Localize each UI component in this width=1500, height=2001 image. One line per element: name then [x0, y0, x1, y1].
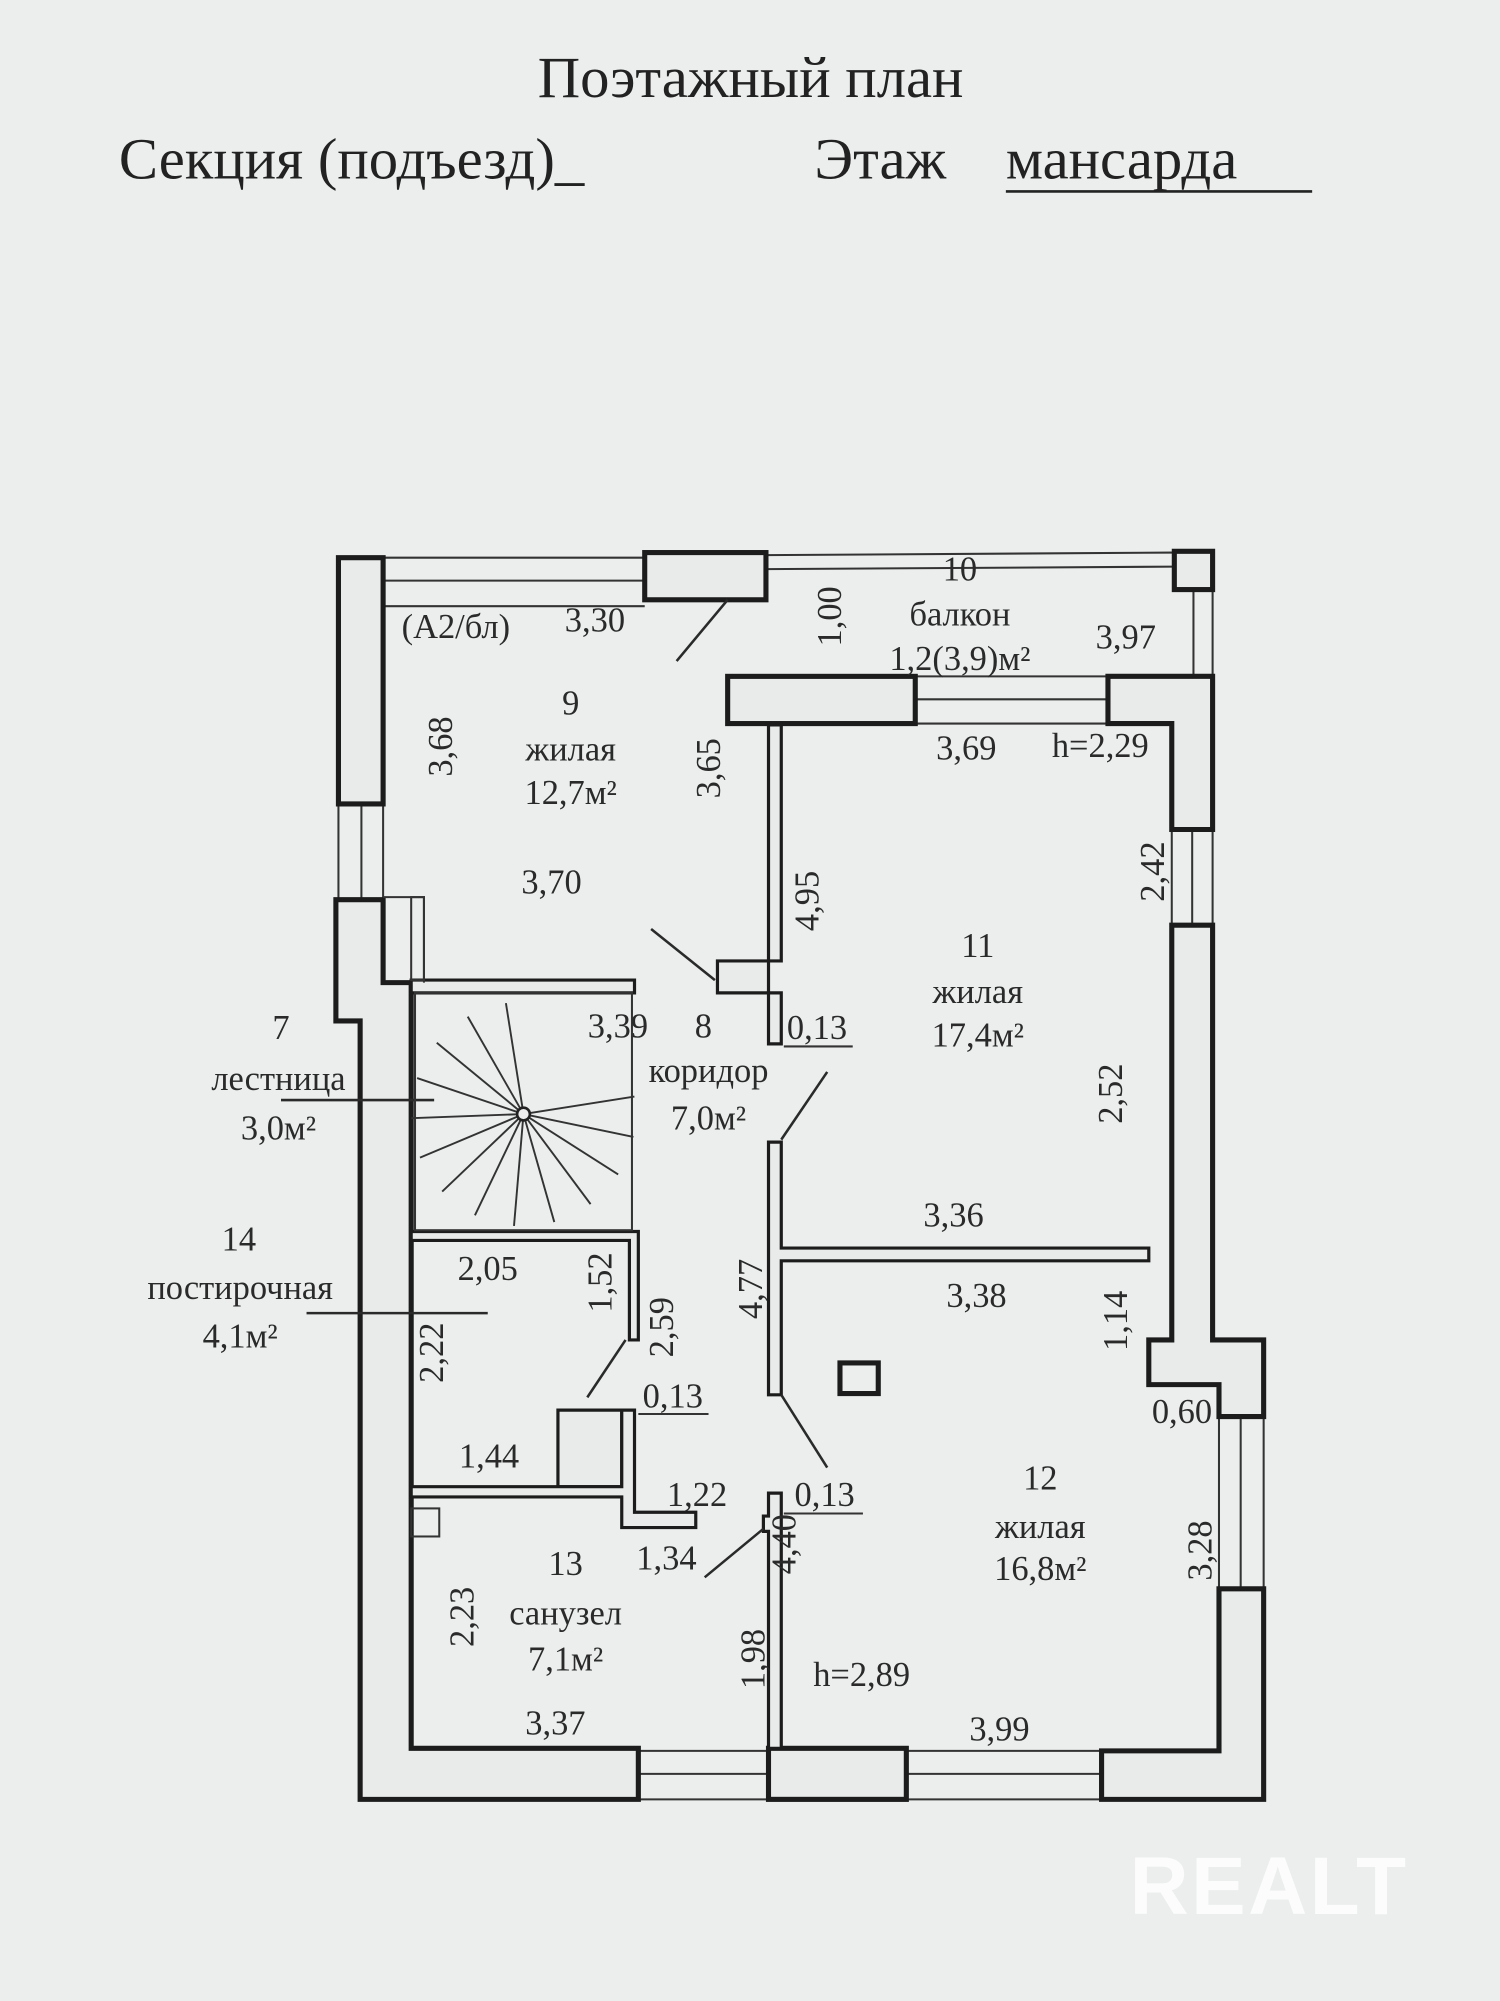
dimension: 2,22 — [413, 1323, 451, 1383]
shaft-square — [837, 1360, 881, 1397]
dimension: 2,59 — [643, 1297, 681, 1357]
dimension: 2,52 — [1092, 1064, 1130, 1124]
stair-step — [522, 1113, 619, 1176]
room-10-name: балкон — [909, 595, 1010, 633]
dimension: 0,60 — [1152, 1393, 1212, 1431]
stair-step — [474, 1113, 525, 1216]
room-9-area: 12,7м² — [525, 774, 617, 812]
stair-step — [522, 1113, 592, 1205]
room-13-name: санузел — [509, 1595, 622, 1633]
stair-step — [522, 1113, 556, 1223]
stair-step — [416, 1077, 524, 1115]
room-10-area: 1,2(3,9)м² — [889, 640, 1030, 678]
dimension: 1,22 — [667, 1476, 727, 1514]
room-14-name: постирочная — [147, 1269, 333, 1307]
door-swings — [281, 598, 829, 1579]
section-label: Секция (подъезд)_ — [119, 127, 585, 192]
dimension: 0,13 — [795, 1476, 855, 1514]
room-13-number: 13 — [548, 1545, 582, 1583]
dimension: 2,23 — [444, 1587, 482, 1647]
room-labels: 9 жилая 12,7м² 10 балкон 1,2(3,9)м² 11 ж… — [147, 551, 1148, 1694]
walls — [333, 548, 1267, 1802]
dimension: 3,97 — [1096, 618, 1156, 656]
stair-step — [419, 1113, 524, 1159]
floor-value: мансарда — [1006, 127, 1237, 192]
room-12-name: жилая — [994, 1508, 1086, 1546]
room-7-name: лестница — [211, 1060, 345, 1098]
dimension: 3,65 — [690, 738, 728, 798]
ceiling-height-lower: h=2,89 — [813, 1656, 910, 1694]
room-14-number: 14 — [222, 1221, 256, 1259]
stair-step — [513, 1113, 525, 1227]
room-8-area: 7,0м² — [671, 1099, 746, 1137]
dimension: 2,42 — [1134, 841, 1172, 901]
room-10-number: 10 — [943, 551, 977, 589]
stair-step — [436, 1041, 525, 1115]
dimension: 1,34 — [636, 1540, 696, 1578]
dimension: 4,95 — [788, 871, 826, 931]
dimension: 3,70 — [521, 863, 581, 901]
dimension: 1,44 — [459, 1438, 519, 1476]
dimension: 4,40 — [765, 1514, 803, 1574]
stair-step — [523, 1113, 634, 1138]
room-12-number: 12 — [1023, 1459, 1057, 1497]
room-9-name: жилая — [524, 731, 616, 769]
room-7-area: 3,0м² — [241, 1110, 316, 1148]
dimension: 4,77 — [732, 1259, 770, 1319]
dimension: 3,37 — [525, 1704, 585, 1742]
realt-watermark: REALT — [1130, 1841, 1409, 1932]
room-14-area: 4,1м² — [203, 1318, 278, 1356]
dimension: 1,52 — [582, 1252, 620, 1312]
room-8-number: 8 — [695, 1008, 712, 1046]
stair-step — [441, 1113, 525, 1193]
floor-label: Этаж — [814, 127, 946, 192]
room-13-area: 7,1м² — [528, 1640, 603, 1678]
dimension: 3,38 — [946, 1277, 1006, 1315]
dimension: 3,69 — [936, 729, 996, 767]
room-7-number: 7 — [272, 1009, 289, 1047]
ceiling-height-upper: h=2,29 — [1052, 727, 1149, 765]
stair-post — [515, 1106, 532, 1122]
stair-step — [504, 1003, 525, 1115]
plan-title: Поэтажный план — [538, 45, 964, 110]
dimension: 0,13 — [787, 1009, 847, 1047]
room-12-area: 16,8м² — [994, 1550, 1086, 1588]
room-9-number: 9 — [562, 685, 579, 723]
dimensions: 3,30 1,00 3,97 3,68 3,65 3,69 2,42 3,70 … — [413, 586, 1219, 1748]
dimension: 1,14 — [1097, 1291, 1135, 1351]
spiral-staircase-icon — [411, 991, 635, 1232]
dimension: 1,00 — [811, 586, 849, 646]
stair-step — [523, 1095, 635, 1116]
room-11-name: жилая — [932, 973, 1024, 1011]
room-11-number: 11 — [961, 927, 994, 965]
class-code: (А2/бл) — [402, 608, 510, 646]
dimension: 3,30 — [565, 602, 625, 640]
dimension: 2,05 — [458, 1250, 518, 1288]
dimension: 3,68 — [422, 716, 460, 776]
stair-step — [411, 1113, 524, 1120]
dimension: 3,36 — [923, 1196, 983, 1234]
dimension: 3,39 — [588, 1008, 648, 1046]
dimension: 0,13 — [643, 1378, 703, 1416]
room-8-name: коридор — [649, 1052, 769, 1090]
room-11-area: 17,4м² — [932, 1016, 1024, 1054]
dimension: 1,98 — [735, 1629, 773, 1689]
stair-step — [466, 1016, 525, 1115]
dimension: 3,99 — [969, 1711, 1029, 1749]
dimension: 3,28 — [1181, 1520, 1219, 1580]
